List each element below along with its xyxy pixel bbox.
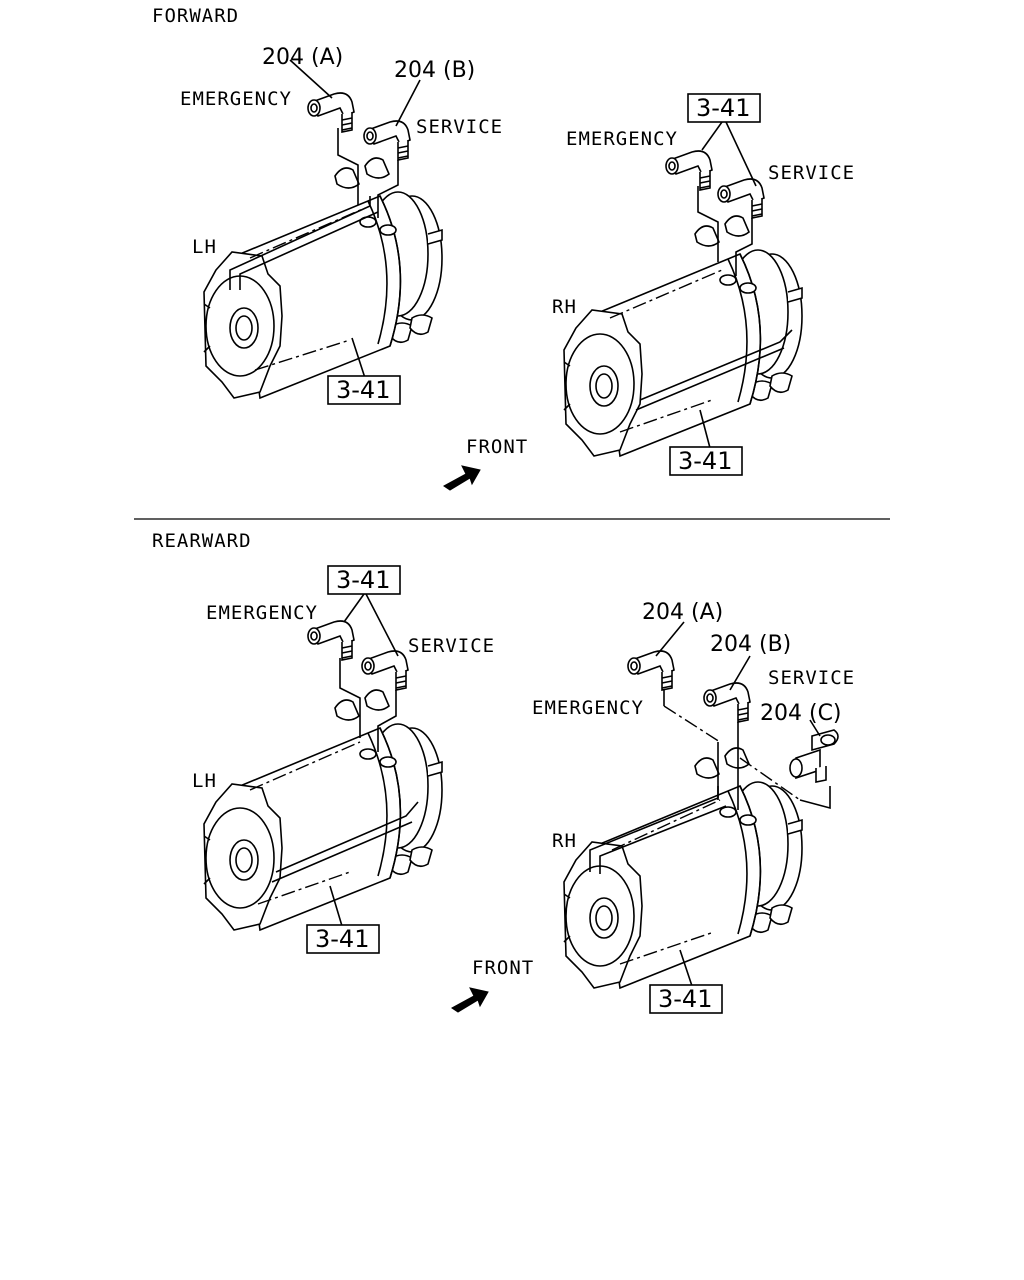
forward-rh-chamber-ref-box [669,446,743,476]
rearward-rh-ref-a: 204 (A) [642,600,723,625]
rearward-lh-service-elbow [361,650,409,691]
forward-section-title: FORWARD [152,5,239,27]
forward-rh-emergency-label: EMERGENCY [566,128,678,150]
rearward-lh-chamber [203,593,443,931]
forward-lh-service-label: SERVICE [416,116,503,138]
rearward-section-title: REARWARD [152,530,252,552]
rearward-rh-tee-fitting [789,729,839,783]
rearward-lh-fitting-ref: 3-41 [336,566,390,594]
rearward-front-arrow-icon [451,987,489,1013]
forward-rh-fitting-ref: 3-41 [696,94,750,122]
forward-lh-emergency-label: EMERGENCY [180,88,292,110]
forward-lh-chamber-ref-box [327,375,401,405]
rearward-rh-chamber-ref: 3-41 [658,985,712,1013]
rearward-rh-service-label: SERVICE [768,667,855,689]
rearward-rh-chamber [563,621,839,989]
rearward-lh-chamber-ref: 3-41 [315,925,369,953]
rearward-rh-ref-b: 204 (B) [710,632,791,657]
rearward-lh-chamber-ref-box [306,924,380,954]
forward-rh-chamber-ref: 3-41 [678,447,732,475]
forward-rh-side-label: RH [552,296,577,318]
rearward-rh-side-label: RH [552,830,577,852]
forward-rh-service-label: SERVICE [768,162,855,184]
forward-lh-ref-a: 204 (A) [262,45,343,70]
rearward-lh-emergency-label: EMERGENCY [206,602,318,624]
rearward-rh-emergency-label: EMERGENCY [532,697,644,719]
rearward-lh-service-label: SERVICE [408,635,495,657]
forward-front-label: FRONT [466,436,528,458]
forward-rh-service-elbow [717,178,765,219]
forward-lh-ref-b: 204 (B) [394,58,475,83]
forward-rh-fitting-ref-box [687,93,761,123]
rearward-rh-chamber-ref-box [649,984,723,1014]
rearward-lh-side-label: LH [192,770,217,792]
forward-lh-chamber [203,59,443,399]
rearward-rh-ref-c: 204 (C) [760,701,842,726]
rearward-rh-service-elbow [703,682,751,723]
rearward-lh-emergency-elbow [307,620,355,661]
forward-rh-chamber [563,121,803,457]
rearward-front-label: FRONT [472,957,534,979]
forward-lh-service-elbow [363,120,411,161]
forward-lh-chamber-ref: 3-41 [336,376,390,404]
forward-rh-emergency-elbow [665,150,713,191]
forward-lh-side-label: LH [192,236,217,258]
rearward-rh-emergency-elbow [627,650,675,691]
forward-front-arrow-icon [443,465,481,491]
rearward-lh-fitting-ref-box [327,565,401,595]
forward-lh-emergency-elbow [307,92,355,133]
